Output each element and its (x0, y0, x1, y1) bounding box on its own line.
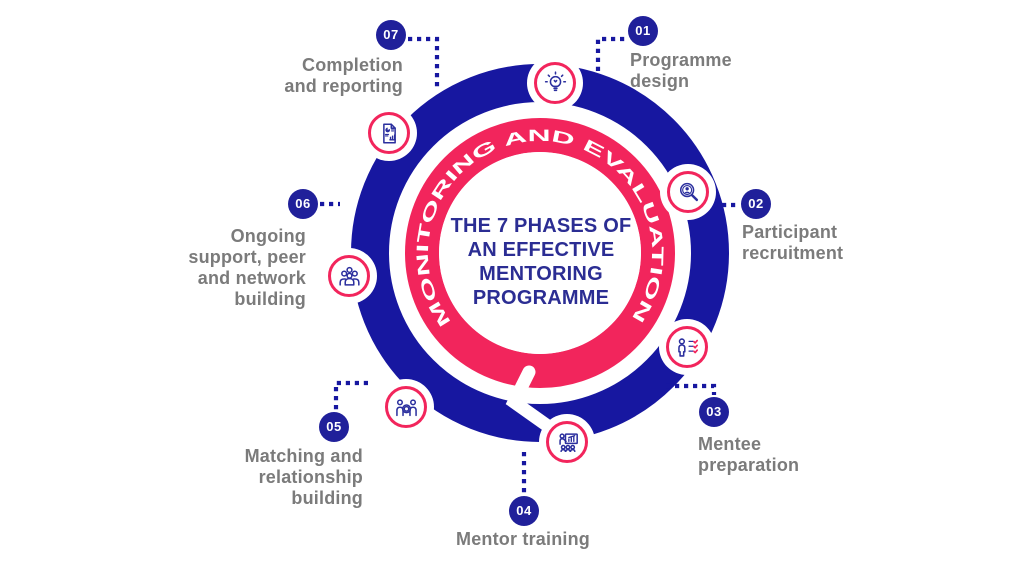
phase-label-3-line: preparation (698, 455, 800, 475)
phase-label-7-line: and reporting (284, 76, 403, 96)
phase-6-icon-circle (321, 248, 377, 304)
phase-label-4-line: Mentor training (456, 529, 590, 549)
connector-phase-1 (595, 36, 626, 80)
phase-label-1: Programme design (630, 50, 732, 92)
phase-label-5-line: building (291, 488, 363, 508)
phase-label-2-line: Participant (742, 222, 838, 242)
center-title: THE 7 PHASES OF AN EFFECTIVE MENTORING P… (441, 214, 641, 310)
phase-badge-2: 02 (741, 189, 771, 219)
phase-label-6-line: support, peer (188, 247, 306, 267)
lightbulb-icon (534, 62, 576, 104)
phase-label-5-line: relationship (258, 467, 363, 487)
phase-label-5: Matching and relationship building (245, 446, 363, 509)
title-line-2: AN EFFECTIVE (467, 239, 615, 261)
phase-label-6: Ongoing support, peer and network buildi… (188, 226, 306, 310)
phase-label-7-line: Completion (302, 55, 403, 75)
checklist-person-icon (666, 326, 708, 368)
center-white-circle (439, 152, 641, 354)
title-line-3: MENTORING (479, 263, 603, 285)
phase-label-4: Mentor training (423, 529, 623, 550)
phase-1-icon-circle (527, 55, 583, 111)
connector-phase-3 (666, 383, 717, 395)
monitoring-pink-ring (405, 118, 675, 388)
phase-label-7: Completion and reporting (284, 55, 403, 97)
phase-label-6-line: Ongoing (230, 226, 306, 246)
phase-2-icon-circle (660, 164, 716, 220)
presentation-icon (546, 421, 588, 463)
phase-4-icon-circle (539, 414, 595, 470)
phase-3-icon-circle (659, 319, 715, 375)
phase-5-icon-circle (378, 379, 434, 435)
phase-label-6-line: building (234, 289, 306, 309)
report-icon (368, 112, 410, 154)
phase-badge-6: 06 (288, 189, 318, 219)
people-group-icon (328, 255, 370, 297)
phase-label-2: Participant recruitment (742, 222, 843, 264)
phase-badge-5: 05 (319, 412, 349, 442)
connector-phase-5 (333, 380, 368, 410)
phase-label-3: Mentee preparation (698, 434, 799, 476)
phase-badge-7: 07 (376, 20, 406, 50)
phase-7-icon-circle (361, 105, 417, 161)
partnership-icon (385, 386, 427, 428)
phase-label-5-line: Matching and (244, 446, 363, 466)
phase-label-2-line: recruitment (742, 243, 844, 263)
pointer-tail (505, 365, 559, 436)
title-line-4: PROGRAMME (472, 287, 610, 309)
phase-label-3-line: Mentee (698, 434, 762, 454)
connector-phase-7 (408, 36, 440, 87)
phase-badge-3: 03 (699, 397, 729, 427)
phase-label-6-line: and network (197, 268, 306, 288)
phase-badge-4: 04 (509, 496, 539, 526)
phase-label-1-line: design (630, 71, 690, 91)
phase-label-1-line: Programme (630, 50, 732, 70)
search-person-icon (667, 171, 709, 213)
title-line-1: THE 7 PHASES OF (450, 215, 632, 237)
phase-badge-1: 01 (628, 16, 658, 46)
